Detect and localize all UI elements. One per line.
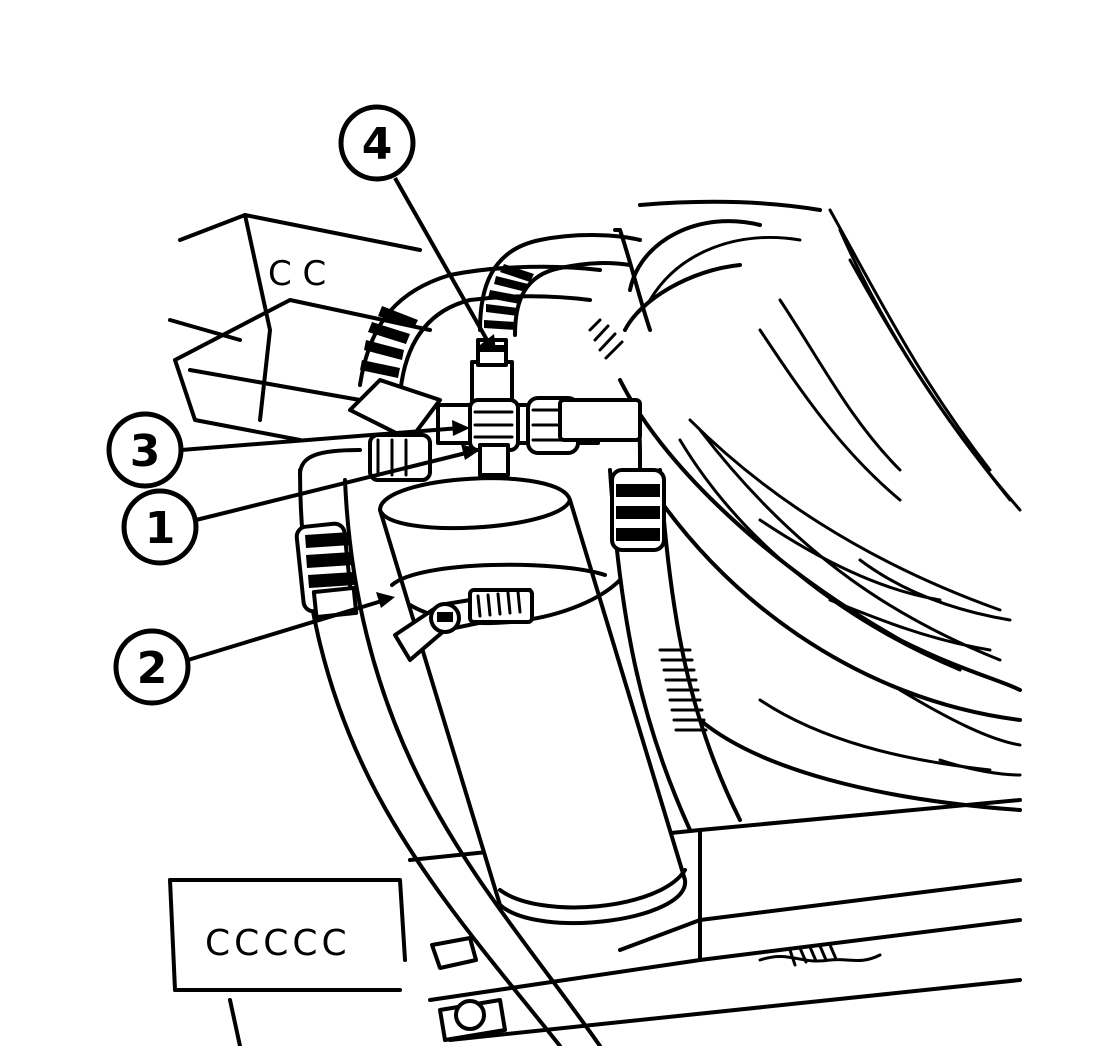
left-hex-nut [368, 433, 432, 482]
callout-4: 4 [338, 104, 496, 352]
lower-bracket-marks: CCCCC [205, 923, 351, 964]
upper-mounting-bracket: C C [168, 213, 432, 442]
callout-1: 1 [121, 444, 480, 566]
large-tank [588, 199, 1022, 812]
callout-2-label: 2 [137, 643, 168, 694]
receiver-dryer-canister [378, 476, 688, 926]
clamp-band [468, 588, 534, 624]
callout-3-label: 3 [130, 426, 161, 477]
callout-1-label: 1 [145, 503, 176, 554]
upper-coiled-hoses [358, 228, 652, 397]
callout-4-label: 4 [362, 119, 393, 170]
callout-2: 2 [113, 592, 395, 706]
valve-fitting-cluster [348, 338, 642, 482]
callout-3: 3 [106, 411, 470, 489]
elbow-fitting [348, 378, 442, 442]
upper-bracket-marks: C C [268, 254, 326, 294]
frame-crossmember: CCCCC [168, 798, 1022, 1046]
left-refrigerant-hose [294, 448, 602, 1046]
